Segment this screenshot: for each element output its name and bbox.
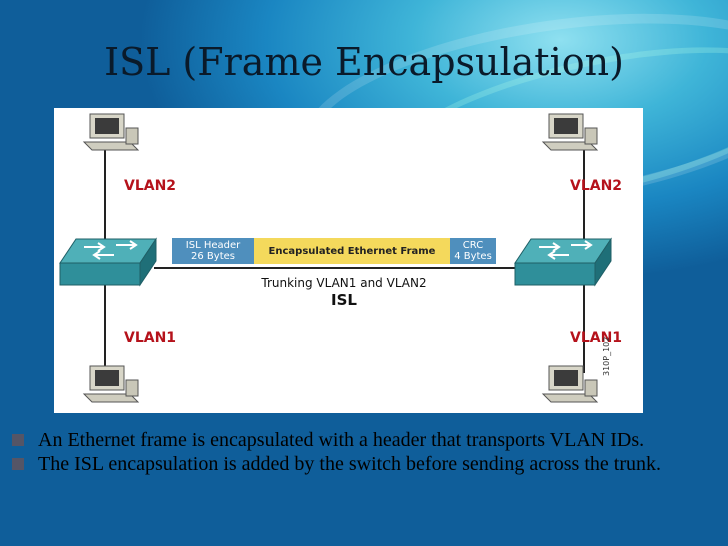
isl-diagram: VLAN2 VLAN2 VLAN1 VLAN1 ISL Header 26 By… <box>54 108 643 413</box>
bullet-text: The ISL encapsulation is added by the sw… <box>38 453 661 475</box>
bullet-list: An Ethernet frame is encapsulated with a… <box>12 428 712 476</box>
vlan-label: VLAN2 <box>570 178 623 194</box>
computer-icon <box>541 365 599 403</box>
computer-icon <box>82 365 140 403</box>
isl-label: ISL <box>331 291 357 309</box>
slide-title: ISL (Frame Encapsulation) <box>104 40 624 84</box>
bullet-item: An Ethernet frame is encapsulated with a… <box>12 428 712 452</box>
trunk-label: Trunking VLAN1 and VLAN2 <box>261 276 427 290</box>
crc-field: CRC 4 Bytes <box>450 238 496 264</box>
bullet-item: The ISL encapsulation is added by the sw… <box>12 452 712 476</box>
computer-icon <box>541 113 599 151</box>
isl-header-field: ISL Header 26 Bytes <box>172 238 254 264</box>
switch-icon <box>59 237 157 287</box>
encapsulated-frame-field: Encapsulated Ethernet Frame <box>254 238 450 264</box>
figure-code: 310P_102 <box>602 336 611 376</box>
vlan-label: VLAN1 <box>124 330 177 346</box>
switch-icon <box>514 237 612 287</box>
bullet-icon <box>12 458 24 470</box>
bullet-text: An Ethernet frame is encapsulated with a… <box>38 429 645 451</box>
computer-icon <box>82 113 140 151</box>
bullet-icon <box>12 434 24 446</box>
vlan-label: VLAN2 <box>124 178 177 194</box>
vlan-label: VLAN1 <box>570 330 623 346</box>
